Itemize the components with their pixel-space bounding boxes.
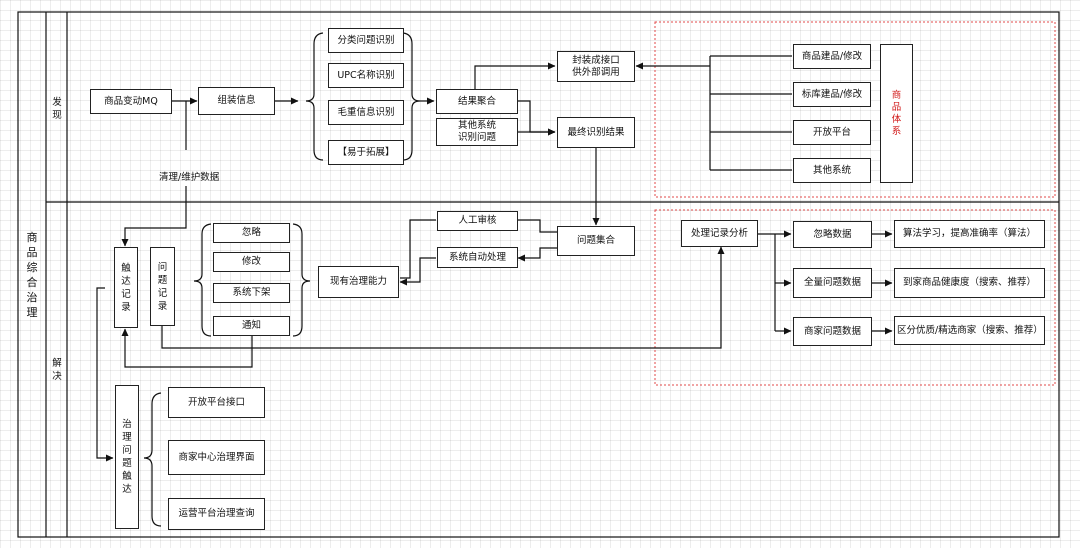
swimlane-frame — [17, 11, 1060, 538]
analysis-use-node: 算法学习，提高准确率（算法） — [894, 220, 1045, 248]
reach-record-node: 触达记录 — [114, 247, 138, 328]
analysis-data-node: 商家问题数据 — [793, 317, 872, 346]
auto-process-node: 系统自动处理 — [437, 247, 518, 268]
action-node: 系统下架 — [213, 283, 290, 303]
issue-set-node: 问题集合 — [557, 226, 635, 256]
recognizer-node: 分类问题识别 — [328, 28, 404, 53]
source-node: 其他系统 — [793, 158, 871, 183]
manual-review-node: 人工审核 — [437, 211, 518, 231]
source-node: 商品建品/修改 — [793, 44, 871, 69]
issue-record-node: 问题记录 — [150, 247, 175, 326]
analysis-use-node: 到家商品健康度（搜索、推荐） — [894, 268, 1045, 298]
recognizer-node: UPC名称识别 — [328, 63, 404, 88]
reach-channel-node: 商家中心治理界面 — [168, 440, 265, 475]
governance-node: 现有治理能力 — [318, 266, 399, 298]
recognizer-node: 毛重信息识别 — [328, 100, 404, 125]
assemble-node: 组装信息 — [198, 87, 275, 115]
mq-node: 商品变动MQ — [90, 89, 172, 114]
action-left-brace — [193, 223, 212, 337]
analysis-zone — [654, 209, 1056, 386]
reach-channel-node: 运营平台治理查询 — [168, 498, 265, 530]
analysis-data-node: 全量问题数据 — [793, 268, 872, 298]
product-system-node: 商品体系 — [880, 44, 913, 183]
source-node: 标库建品/修改 — [793, 82, 871, 107]
analysis-node: 处理记录分析 — [681, 220, 758, 247]
maintain-data-label: 清理/维护数据 — [159, 172, 220, 183]
reach-node: 治理问题触达 — [115, 385, 139, 529]
final-result-node: 最终识别结果 — [557, 117, 635, 148]
recognizer-right-brace — [402, 32, 421, 161]
reach-channel-node: 开放平台接口 — [168, 387, 265, 418]
action-right-brace — [292, 223, 311, 337]
encapsulate-node: 封装成接口 供外部调用 — [557, 51, 635, 82]
recognizer-node: 【易于拓展】 — [328, 140, 404, 165]
analysis-data-node: 忽略数据 — [793, 221, 872, 248]
analysis-use-node: 区分优质/精选商家（搜索、推荐） — [894, 316, 1045, 345]
source-node: 开放平台 — [793, 120, 871, 145]
diagram-title: 商品综合治理 — [26, 231, 38, 319]
lane-label-discover: 发现 — [52, 97, 62, 121]
action-node: 通知 — [213, 316, 290, 336]
lane-label-resolve: 解决 — [52, 358, 62, 382]
channel-brace — [143, 392, 162, 527]
aggregate-node: 结果聚合 — [436, 89, 518, 114]
action-node: 修改 — [213, 252, 290, 272]
product-system-zone — [654, 21, 1056, 198]
action-node: 忽略 — [213, 223, 290, 243]
other-systems-issue-node: 其他系统 识别问题 — [436, 118, 518, 146]
recognizer-left-brace — [305, 32, 324, 161]
